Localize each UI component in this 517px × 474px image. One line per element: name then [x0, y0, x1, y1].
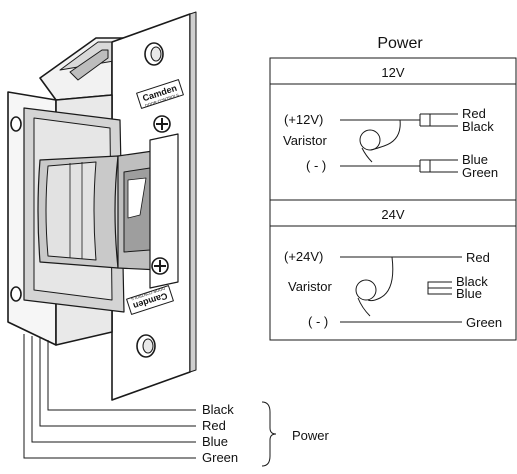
lead-wire-black: [47, 340, 196, 411]
panel-24v-wire-red: Red: [466, 250, 490, 265]
panel-12v-header: 12V: [381, 65, 404, 80]
panel-12v-wire-blue: Blue: [462, 152, 488, 167]
panel-12v-varistor: Varistor: [283, 133, 327, 148]
panel-12v-wire-red: Red: [462, 106, 486, 121]
panel-12v-negative: ( - ): [306, 158, 326, 173]
lead-wire-red: [39, 338, 196, 427]
lead-wires: [23, 334, 196, 459]
lead-wire-green: [23, 334, 196, 459]
panel-24v-header: 24V: [381, 207, 404, 222]
panel-12v-wire-green: Green: [462, 165, 498, 180]
lead-wire-blue: [31, 336, 196, 443]
panel-24v-wire-green: Green: [466, 315, 502, 330]
lead-label-green: Green: [202, 450, 238, 465]
lead-label-blue: Blue: [202, 434, 228, 449]
panel-12v-positive: (+12V): [284, 112, 323, 127]
panel-24v-wire-blue: Blue: [456, 286, 482, 301]
power-panels: [269, 57, 517, 341]
electric-strike-device: [7, 11, 197, 401]
lead-label-red: Red: [202, 418, 226, 433]
lead-label-black: Black: [202, 402, 234, 417]
lead-group-label: Power: [292, 428, 330, 443]
panel-12v-wire-black: Black: [462, 119, 494, 134]
panel-24v-wiring: [340, 256, 462, 323]
panel-24v-wire-black: Black: [456, 274, 488, 289]
panel-24v-varistor: Varistor: [288, 279, 332, 294]
panel-12v-wiring: [340, 113, 458, 173]
panel-24v-positive: (+24V): [284, 249, 323, 264]
power-panel-frame: [269, 57, 517, 341]
panel-24v-negative: ( - ): [308, 314, 328, 329]
power-title: Power: [377, 35, 423, 52]
lead-group-brace: [261, 401, 277, 467]
